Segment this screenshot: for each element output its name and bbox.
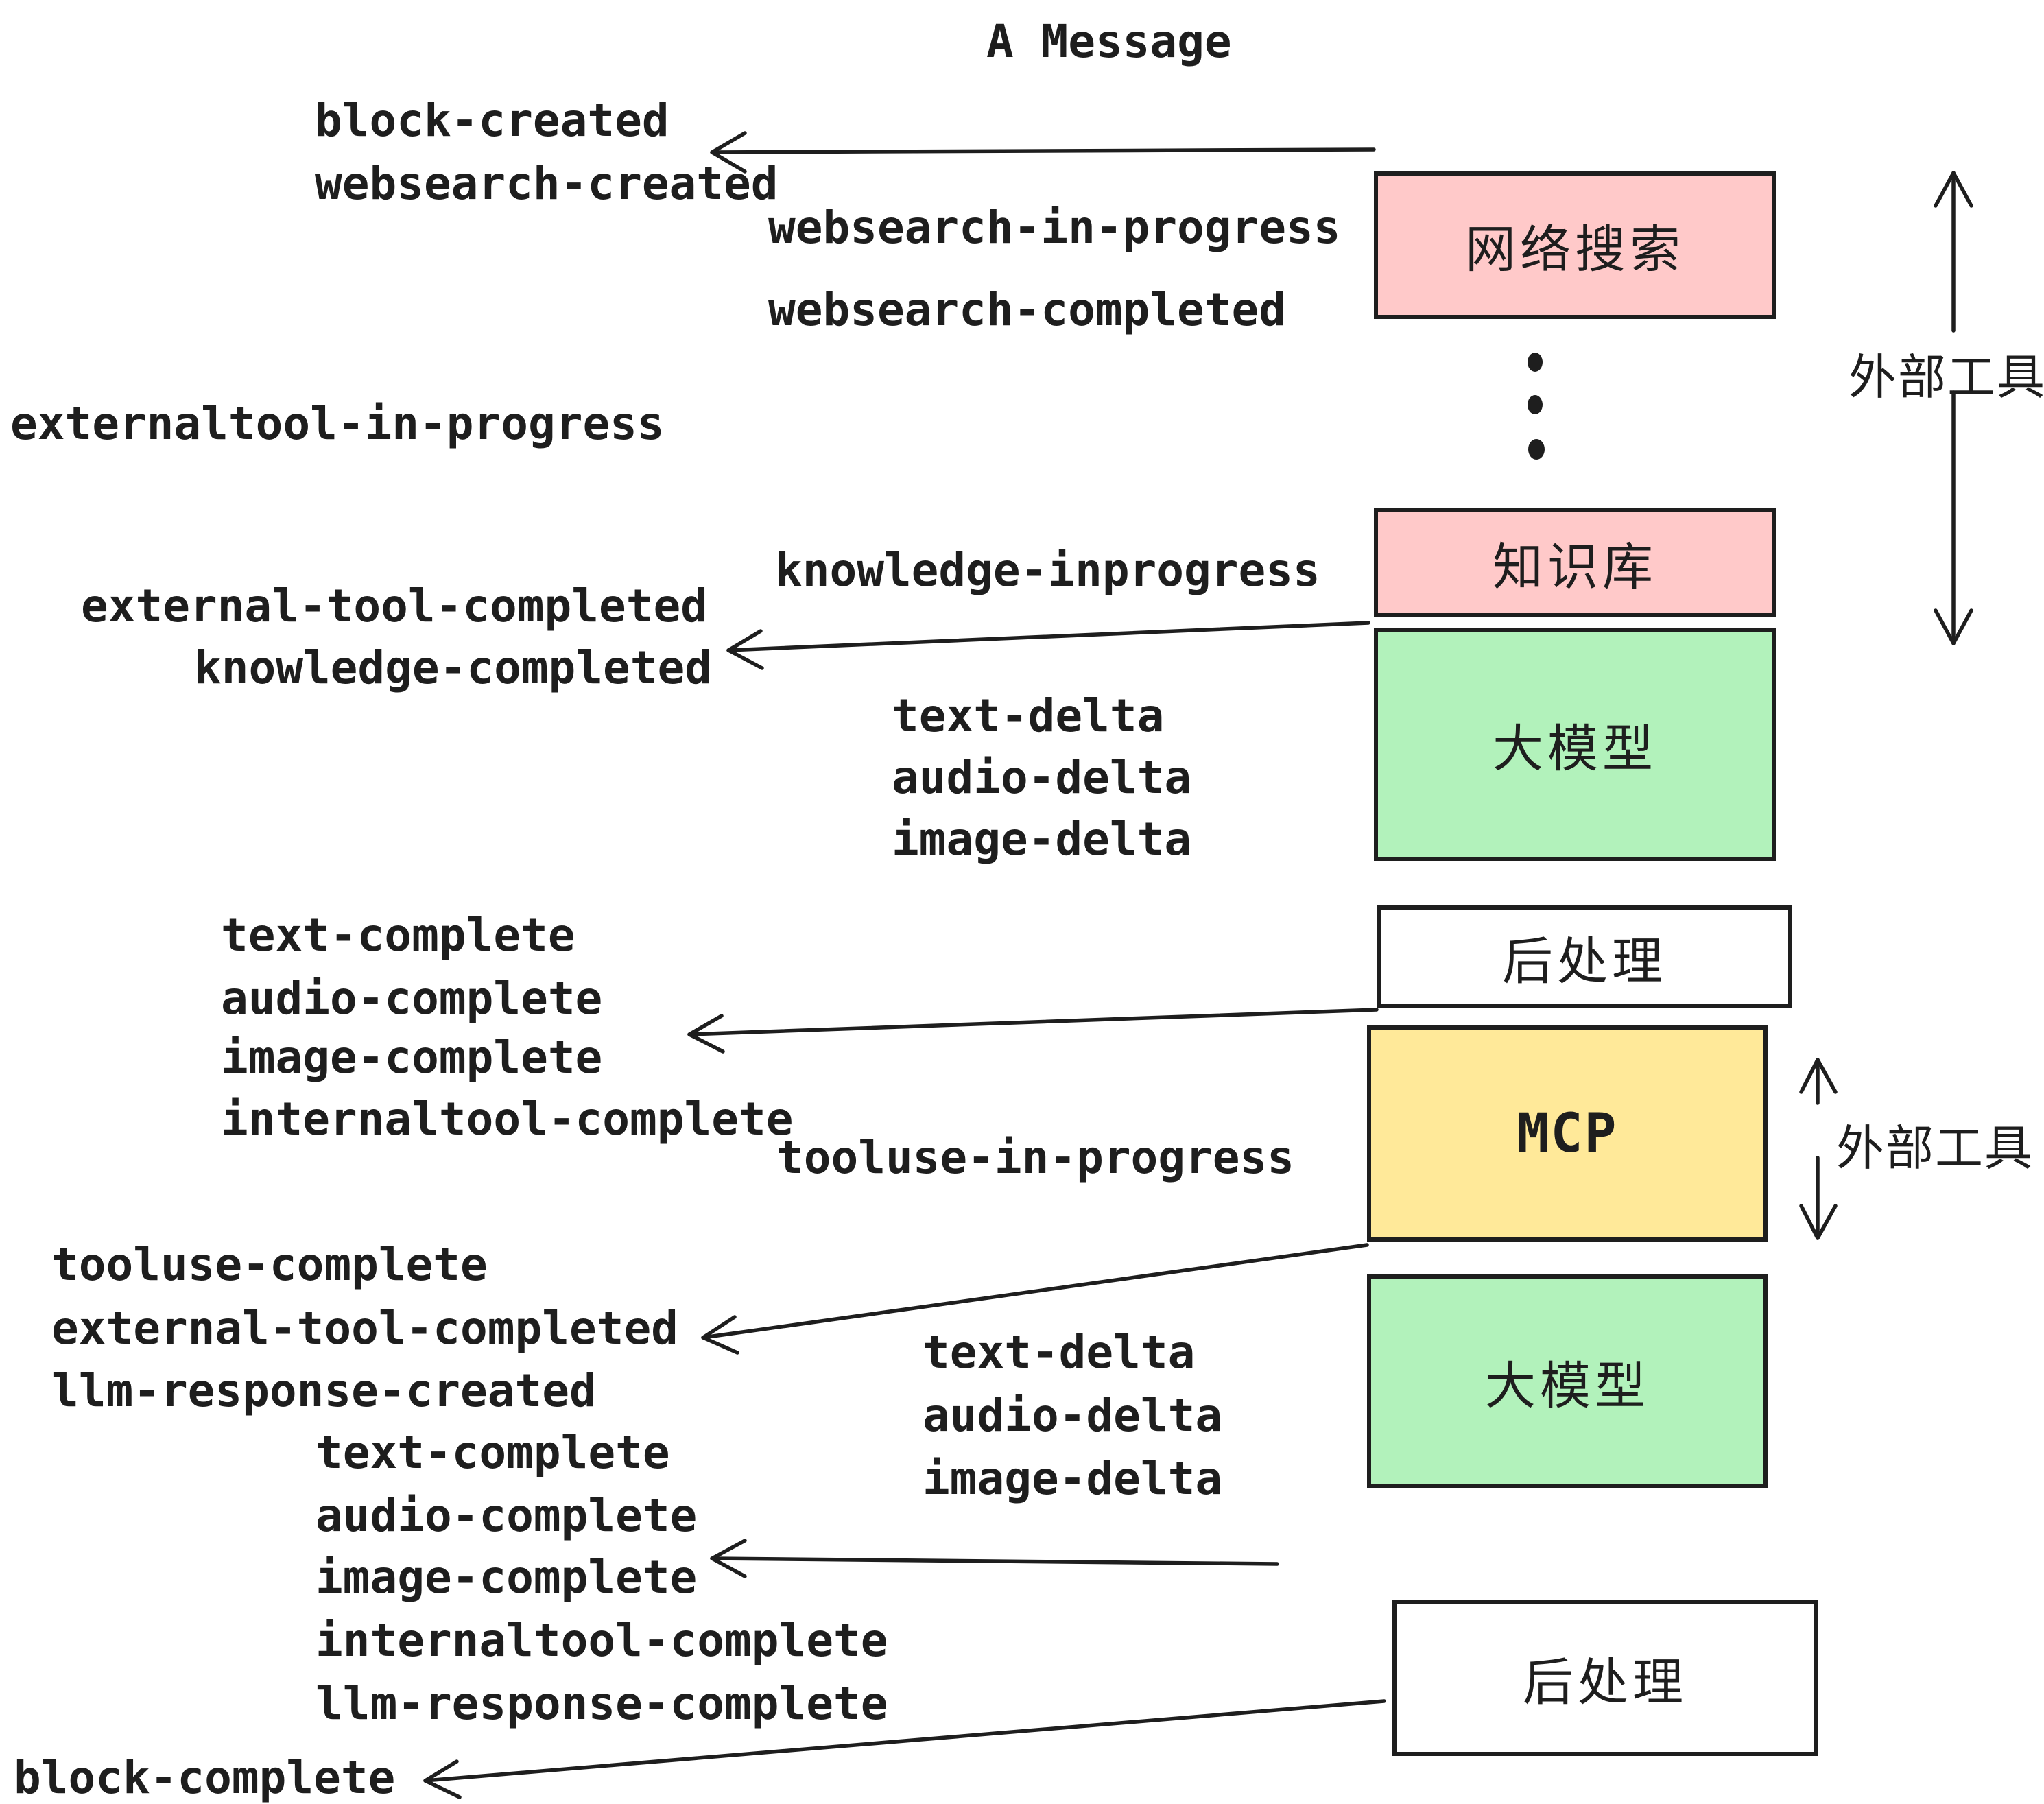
event-label-llm-response-complete: llm-response-complete: [316, 1677, 888, 1730]
event-label-image-complete-1: image-complete: [221, 1031, 603, 1084]
event-label-text-delta-1: text-delta: [892, 689, 1165, 742]
flow-box-mcp-label: MCP: [1517, 1102, 1618, 1165]
flow-box-websearch: 网络搜索: [1374, 171, 1776, 319]
arrow-mcp-to-tooluse-events-head: [701, 1315, 739, 1355]
arrow-postprocess1-to-complete-events-head: [687, 1014, 725, 1054]
side-label-external-tools-top: 外部工具: [1849, 349, 2044, 405]
flow-box-postprocess-2-label: 后处理: [1523, 1652, 1687, 1712]
event-label-tooluse-in-progress: tooluse-in-progress: [776, 1131, 1294, 1184]
flow-box-llm-1: 大模型: [1374, 628, 1776, 861]
event-label-external-tool-completed: external-tool-completed: [81, 580, 708, 632]
arrow-mcp-to-tooluse-events: [701, 1243, 1369, 1340]
flow-box-mcp: MCP: [1367, 1025, 1768, 1242]
arrow-postprocess2-to-block-complete-head: [423, 1759, 462, 1799]
flow-box-llm-2: 大模型: [1367, 1274, 1768, 1488]
event-label-image-delta-2: image-delta: [923, 1452, 1223, 1505]
flow-box-postprocess-2: 后处理: [1392, 1600, 1818, 1756]
event-label-block-created: block-created: [315, 94, 669, 147]
event-label-internaltool-complete-2: internaltool-complete: [316, 1614, 888, 1667]
event-label-websearch-in-progress: websearch-in-progress: [768, 201, 1341, 254]
arrow-knowledge-to-completed-events-head: [726, 629, 764, 670]
event-label-knowledge-inprogress: knowledge-inprogress: [775, 544, 1320, 597]
flow-box-knowledge: 知识库: [1374, 508, 1776, 617]
ellipsis-dot-3: [1528, 439, 1545, 460]
event-label-text-complete-2: text-complete: [316, 1426, 670, 1479]
external-tools-bottom-double-arrow-down-head: [1799, 1204, 1838, 1240]
event-label-image-complete-2: image-complete: [316, 1551, 698, 1604]
diagram-title: A Message: [986, 15, 1232, 68]
ellipsis-dot-2: [1528, 395, 1543, 414]
external-tools-top-double-arrow-down-head: [1934, 608, 1973, 645]
external-tools-bottom-double-arrow-up-head: [1799, 1058, 1838, 1094]
arrow-llm2-to-complete-events: [710, 1556, 1279, 1566]
event-label-externaltool-in-progress: externaltool-in-progress: [10, 397, 665, 450]
event-label-external-tool-completed-2: external-tool-completed: [51, 1302, 678, 1355]
event-label-audio-complete-2: audio-complete: [316, 1489, 698, 1542]
flow-box-websearch-label: 网络搜索: [1465, 220, 1685, 279]
arrow-llm2-to-complete-events-head: [710, 1539, 747, 1578]
external-tools-top-double-arrow-up-head: [1934, 171, 1973, 208]
event-label-tooluse-complete: tooluse-complete: [51, 1238, 488, 1291]
ellipsis-dot-1: [1528, 353, 1543, 372]
flow-box-postprocess-1: 后处理: [1377, 905, 1792, 1008]
event-label-audio-delta-1: audio-delta: [892, 751, 1192, 804]
flow-box-llm-2-label: 大模型: [1485, 1356, 1650, 1416]
arrow-knowledge-to-completed-events: [726, 621, 1370, 652]
arrow-websearch-to-created-events: [710, 147, 1376, 154]
arrow-postprocess1-to-complete-events: [687, 1008, 1379, 1036]
flow-box-llm-1-label: 大模型: [1493, 719, 1657, 779]
event-label-text-delta-2: text-delta: [923, 1326, 1196, 1379]
event-label-audio-delta-2: audio-delta: [923, 1389, 1223, 1442]
event-label-block-complete: block-complete: [14, 1751, 396, 1804]
event-label-websearch-completed: websearch-completed: [768, 283, 1286, 336]
event-label-llm-response-created: llm-response-created: [51, 1364, 597, 1417]
ellipsis-dots: [1528, 353, 1545, 460]
event-label-audio-complete-1: audio-complete: [221, 972, 603, 1025]
event-label-knowledge-completed: knowledge-completed: [194, 641, 712, 694]
event-label-internaltool-complete-1: internaltool-complete: [221, 1093, 794, 1146]
event-label-image-delta-1: image-delta: [892, 813, 1192, 866]
side-label-external-tools-bottom: 外部工具: [1836, 1120, 2034, 1176]
event-label-websearch-created: websearch-created: [315, 157, 779, 210]
flow-box-knowledge-label: 知识库: [1493, 537, 1657, 597]
event-label-text-complete-1: text-complete: [221, 909, 575, 962]
flow-box-postprocess-1-label: 后处理: [1502, 931, 1667, 991]
